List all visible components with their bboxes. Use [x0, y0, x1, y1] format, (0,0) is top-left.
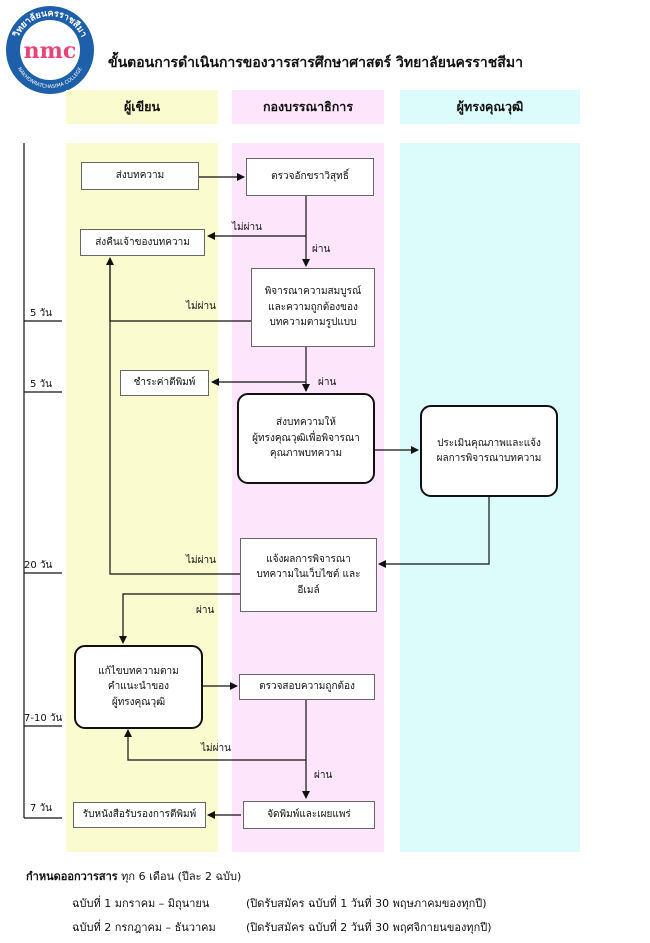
- lane-header-author: ผู้เขียน: [66, 90, 218, 124]
- box-pay-fee: ชำระค่าตีพิมพ์: [120, 370, 209, 396]
- box-verify: ตรวจสอบความถูกต้อง: [239, 674, 375, 700]
- box-notify-line1: แจ้งผลการพิจารณา: [266, 553, 351, 565]
- label-pass-notify: ผ่าน: [196, 605, 215, 616]
- box-consider-line2: และความถูกต้องของ: [268, 301, 358, 313]
- timeline-day-2: 5 วัน: [30, 379, 52, 390]
- footer-heading-rest: ทุก 6 เดือน (ปีละ 2 ฉบับ): [117, 870, 242, 883]
- box-publish-text: จัดพิมพ์และเผยแพร่: [267, 809, 351, 821]
- timeline-day-1: 5 วัน: [30, 308, 52, 319]
- box-certificate-text: รับหนังสือรับรองการตีพิมพ์: [82, 809, 197, 821]
- box-check-plagiarism-text: ตรวจอักขราวิสุทธิ์: [271, 171, 349, 183]
- box-consider: พิจารณาความสมบูรณ์ และความถูกต้องของ บทค…: [251, 268, 375, 347]
- box-send-reviewer-line3: คุณภาพบทความ: [269, 448, 343, 460]
- lane-header-editor: กองบรรณาธิการ: [232, 90, 384, 124]
- lane-reviewer: [400, 143, 580, 852]
- label-pass-plagiarism: ผ่าน: [312, 244, 331, 255]
- box-submit-text: ส่งบทความ: [115, 170, 165, 182]
- box-revise: แก้ไขบทความตาม คำแนะนำของ ผู้ทรงคุณวุฒิ: [74, 645, 203, 729]
- box-check-plagiarism: ตรวจอักขราวิสุทธิ์: [246, 158, 374, 196]
- label-pass-consider: ผ่าน: [318, 377, 337, 388]
- footer-issue2-note: (ปิดรับสมัคร ฉบับที่ 2 วันที่ 30 พฤศจิกา…: [246, 921, 492, 934]
- box-return-author: ส่งคืนเจ้าของบทความ: [80, 229, 205, 256]
- box-pay-fee-text: ชำระค่าตีพิมพ์: [133, 377, 196, 389]
- box-notify: แจ้งผลการพิจารณา บทความในเว็บไซต์ และ อี…: [240, 538, 377, 612]
- box-submit: ส่งบทความ: [81, 162, 199, 190]
- box-consider-line1: พิจารณาความสมบูรณ์: [264, 286, 362, 298]
- box-notify-line2: บทความในเว็บไซต์ และ: [256, 569, 361, 581]
- label-fail-verify: ไม่ผ่าน: [201, 743, 231, 754]
- lane-header-reviewer: ผู้ทรงคุณวุฒิ: [400, 90, 580, 124]
- box-verify-text: ตรวจสอบความถูกต้อง: [259, 681, 355, 693]
- footer-issue1-period: ฉบับที่ 1 มกราคม – มิถุนายน: [72, 897, 210, 910]
- footer-heading-bold: กำหนดออกวารสาร: [26, 870, 118, 883]
- box-evaluate-line2: ผลการพิจารณาบทความ: [436, 453, 542, 464]
- label-fail-notify: ไม่ผ่าน: [186, 555, 216, 566]
- college-logo: วิทยาลัยนครราชสีมา NAKHONRATCHASIMA COLL…: [4, 4, 96, 96]
- box-certificate: รับหนังสือรับรองการตีพิมพ์: [73, 802, 206, 828]
- timeline-day-3: 20 วัน: [24, 560, 53, 571]
- box-revise-line3: ผู้ทรงคุณวุฒิ: [111, 696, 166, 708]
- page-title: ขั้นตอนการดำเนินการของวารสารศึกษาศาสตร์ …: [108, 55, 523, 71]
- box-send-reviewer-line2: ผู้ทรงคุณวุฒิเพื่อพิจารณา: [252, 432, 360, 444]
- box-consider-line3: บทความตามรูปแบบ: [269, 317, 357, 329]
- box-send-reviewer: ส่งบทความให้ ผู้ทรงคุณวุฒิเพื่อพิจารณา ค…: [237, 393, 375, 484]
- box-notify-line3: อีเมล์: [297, 584, 320, 596]
- label-pass-verify: ผ่าน: [314, 770, 333, 781]
- label-fail-consider: ไม่ผ่าน: [186, 301, 216, 312]
- timeline-day-5: 7 วัน: [30, 803, 52, 814]
- box-publish: จัดพิมพ์และเผยแพร่: [243, 801, 375, 829]
- box-evaluate-line1: ประเมินคุณภาพและแจ้ง: [437, 437, 541, 449]
- lane-author: [66, 143, 218, 852]
- box-revise-line2: คำแนะนำของ: [107, 681, 170, 693]
- logo-text: nmc: [24, 38, 77, 64]
- box-return-author-text: ส่งคืนเจ้าของบทความ: [95, 236, 190, 248]
- timeline-day-4: 7-10 วัน: [24, 713, 63, 724]
- box-evaluate: ประเมินคุณภาพและแจ้ง ผลการพิจารณาบทความ: [420, 405, 558, 497]
- footer-issue1-note: (ปิดรับสมัคร ฉบับที่ 1 วันที่ 30 พฤษภาคม…: [246, 897, 487, 910]
- box-revise-line1: แก้ไขบทความตาม: [98, 665, 179, 677]
- label-fail-plagiarism: ไม่ผ่าน: [232, 222, 262, 233]
- box-send-reviewer-line1: ส่งบทความให้: [276, 417, 336, 429]
- footer-heading: กำหนดออกวารสาร ทุก 6 เดือน (ปีละ 2 ฉบับ): [26, 867, 241, 885]
- footer-issue2-period: ฉบับที่ 2 กรกฎาคม – ธันวาคม: [72, 921, 216, 934]
